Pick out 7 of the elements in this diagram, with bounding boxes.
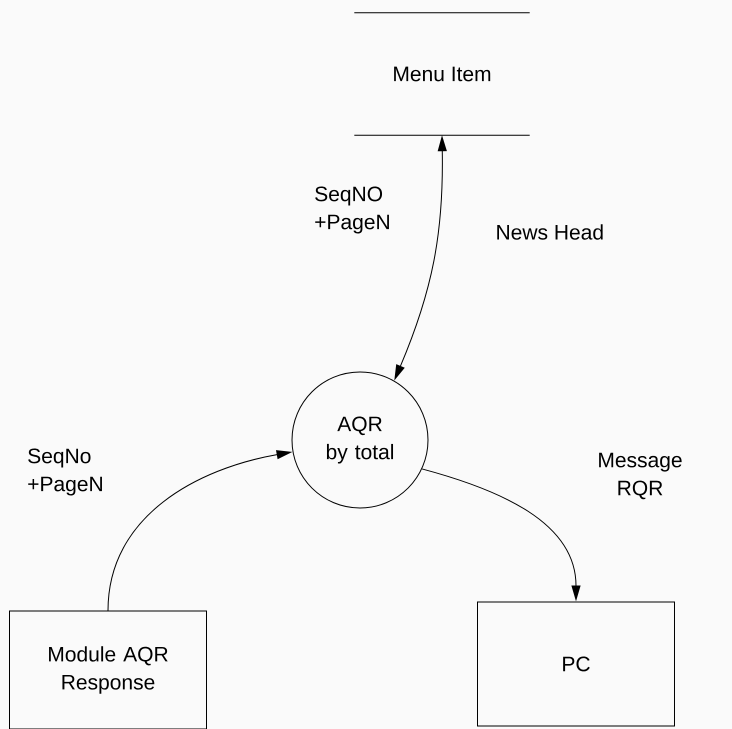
edge-label: SeqNO +PageN — [315, 186, 389, 234]
entity-box: Module AQR Response — [9, 610, 207, 729]
data-store: Menu Item — [354, 12, 530, 136]
flow-label: News Head — [497, 224, 603, 240]
edge-label: Message RQR — [599, 452, 682, 500]
edge-label: SeqNo +PageN — [28, 448, 102, 496]
entity-box: PC — [477, 601, 675, 726]
